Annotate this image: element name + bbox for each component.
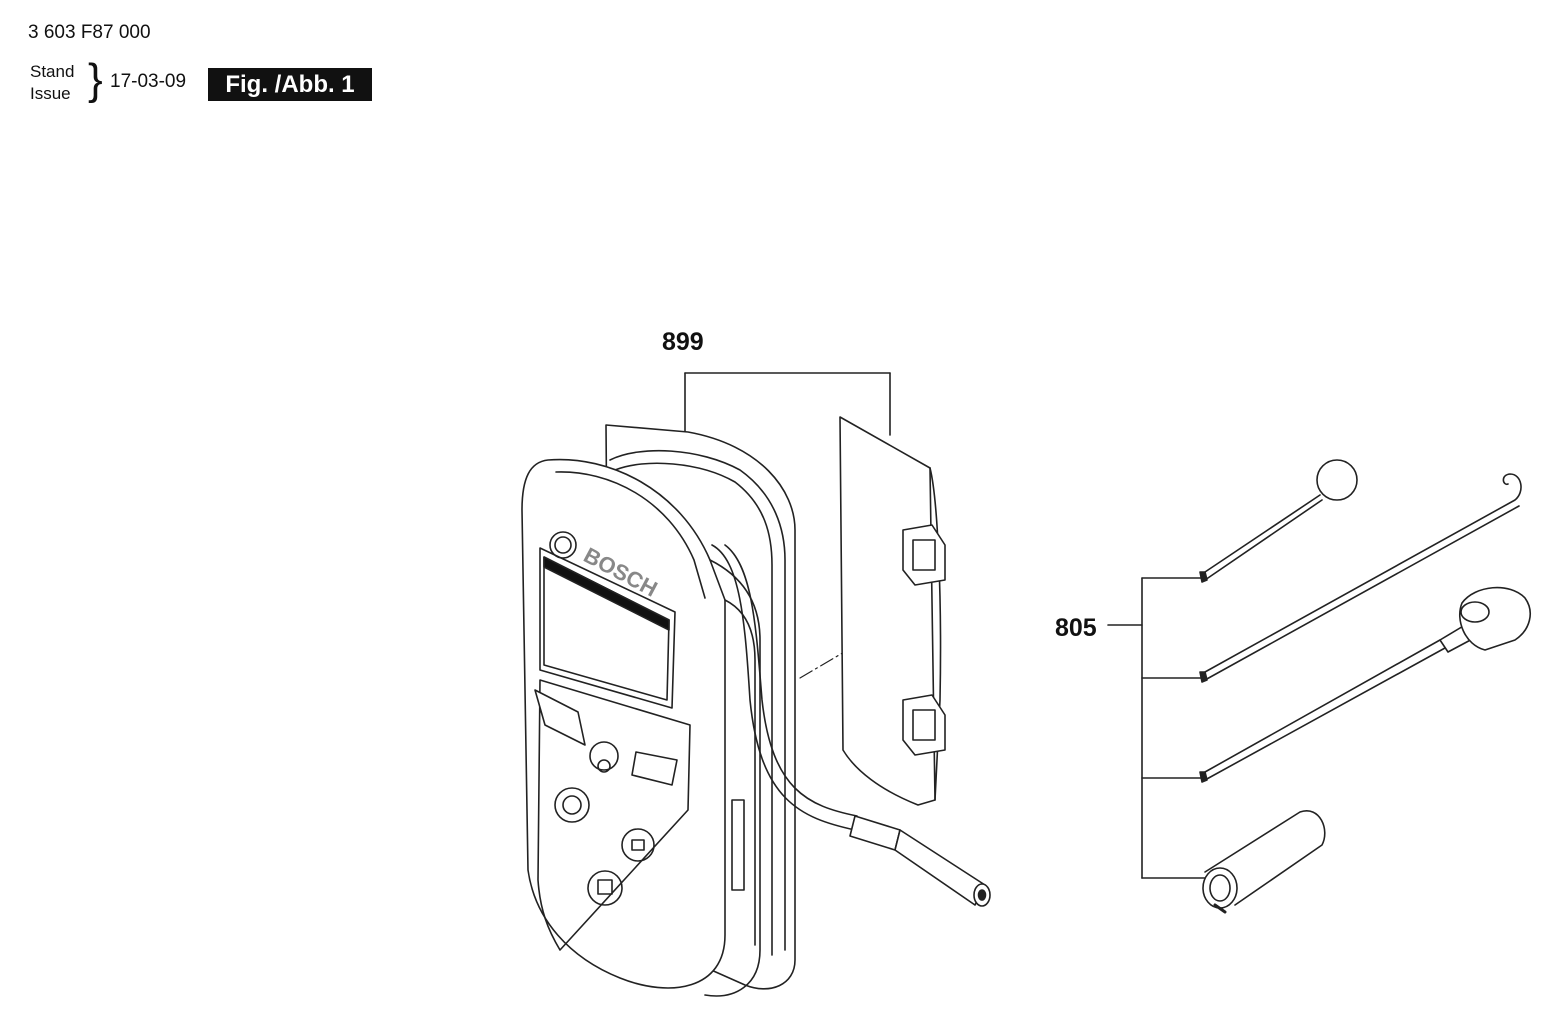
callout-899: 899 xyxy=(662,328,704,356)
callout-805: 805 xyxy=(1055,614,1097,642)
part-number: 3 603 F87 000 xyxy=(28,22,151,43)
brace-icon: } xyxy=(88,55,103,104)
magnet-attachment xyxy=(1199,586,1531,783)
inspection-camera-body xyxy=(521,458,761,997)
issue-date: 17-03-09 xyxy=(110,71,187,92)
issue-label: Issue xyxy=(30,84,71,103)
hook-attachment xyxy=(1199,473,1522,683)
camera-probe-cable xyxy=(711,544,991,907)
tube-sleeve-attachment xyxy=(1202,810,1326,914)
callout-805-leader xyxy=(1107,577,1206,879)
battery-compartment-cover xyxy=(839,416,946,806)
mirror-attachment xyxy=(1199,459,1358,583)
figure-badge: Fig. /Abb. 1 xyxy=(208,68,372,101)
stand-label: Stand xyxy=(30,62,75,81)
callout-899-leader xyxy=(684,372,891,436)
